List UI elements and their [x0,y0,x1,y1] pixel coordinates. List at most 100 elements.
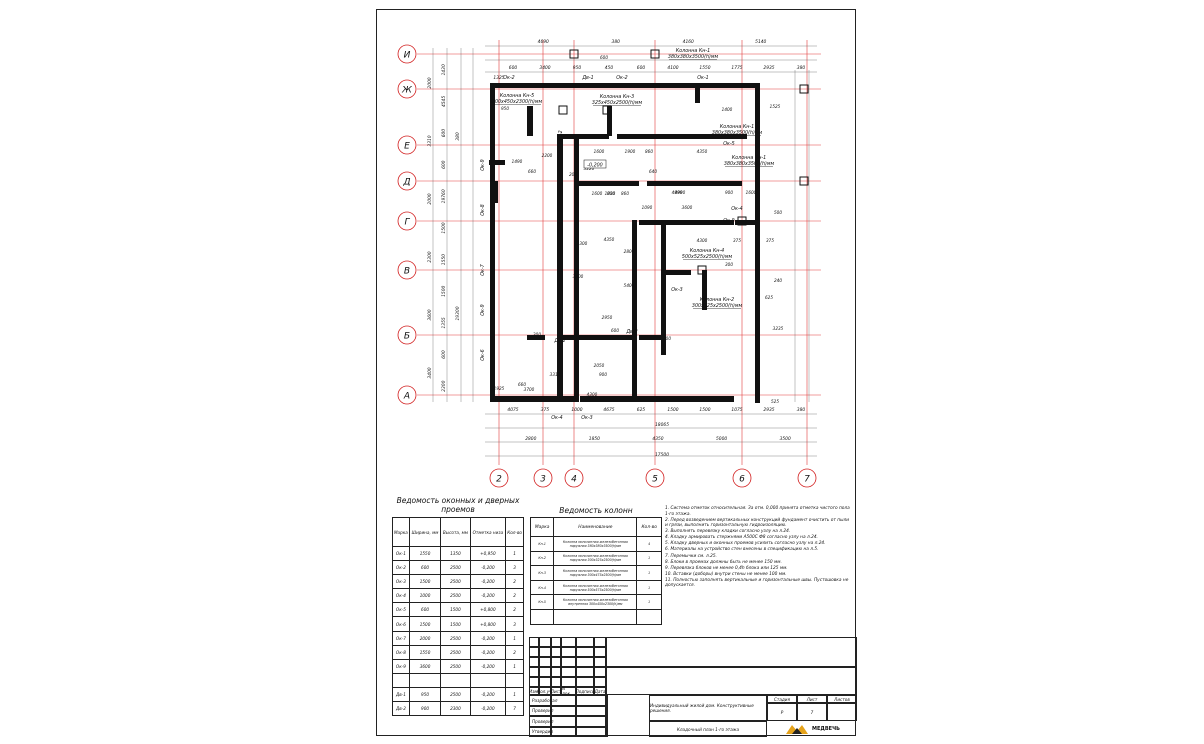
wall-segment [492,181,498,203]
table-cell [553,608,638,625]
note-item: 5. Кладку дверных и оконных проемов усил… [665,541,826,547]
opening-tag: Ок-2 [503,75,514,81]
column-mark [650,49,660,59]
table-cell: Дв-1 [392,686,410,703]
dimension-text: 600 [600,55,608,60]
axis-bubble [397,211,417,231]
column-mark [799,176,809,186]
dimension-text: 1030 [605,191,616,196]
column-callout-name: Колонна Кн-5 [500,93,534,99]
table-cell: Дв-2 [392,701,410,717]
stamp-cell [594,637,606,647]
table-cell: Ок-2 [392,560,410,576]
dimension-text: 660 [528,169,536,174]
table-cell: 2000 [408,630,442,646]
column-mark [799,84,809,94]
stamp-cell [529,677,539,687]
opening-tag: Дв-2 [558,279,564,291]
stamp-cell [576,677,594,687]
axis-bubble [397,171,417,191]
axis-number: 2 [496,475,502,485]
stamp-cell [594,657,606,667]
stamp-cell [529,647,539,657]
schedule-header: Марка [392,517,410,547]
dimension-text: 380 [797,65,806,71]
dimension-text: 3235 [773,326,784,331]
table-cell: Колонна монолитная железобетонная внутре… [553,594,638,610]
dimension-text: 3500 [780,436,791,442]
table-cell: 2500 [440,560,471,576]
dimension-text: 17500 [655,452,669,458]
axis-bubble [397,260,417,280]
dimension-text: 1600 [594,149,605,154]
table-cell: Колонна монолитная железобетонная наружн… [553,579,638,596]
table-cell: 1 [636,550,662,567]
table-cell: 950 [408,686,442,703]
opening-tag: Ок-9 [480,304,486,315]
dimension-text: 4350 [604,237,615,242]
table-cell: Кн-2 [529,550,555,567]
table-cell: 1 [636,579,662,596]
stamp-cell [529,637,539,647]
level-mark: -0,200 [587,163,602,169]
table-cell: 3 [505,560,524,576]
table-cell: 2500 [440,644,471,660]
axis-bubble [397,385,417,405]
stamp-cell [576,695,606,706]
table-cell: 1 [636,594,662,610]
column-callout-size: 380х380х3500(h)мм [668,54,719,60]
dimension-text: 1400 [722,107,733,112]
schedule-header: Наименование [553,517,638,537]
dimension-text: 240 [774,278,782,283]
columns-schedule-title: Ведомость колонн [559,506,633,515]
table-cell: 3 [505,616,524,632]
dimension-text: 1500 [699,407,710,413]
wall-segment [664,396,734,402]
table-cell: -0,200 [469,588,507,604]
dimension-text: 3400 [539,65,550,71]
table-cell: 1000 [408,588,442,604]
opening-tag: Дв-2 [553,338,565,344]
sheets-label: Листов [827,695,857,703]
stage-value: Р [767,703,797,721]
logo-text: МЕДВЕЧЬ [812,726,840,732]
note-item: 8. Блоки в проемах должны быть не менее … [665,559,782,565]
dimension-text: 600 [441,160,447,169]
table-cell: -0,200 [469,630,507,646]
table-cell [505,672,524,688]
stamp-header-cell: Дата [594,687,606,695]
table-cell: 2 [505,574,524,590]
dimension-text: 2935 [763,407,774,413]
dimension-text: 1000 [571,407,582,413]
opening-tag: Ок-9 [723,218,734,224]
dimension-text: 950 [501,106,509,111]
table-cell [469,672,507,688]
dimension-text: 1600 [746,190,757,195]
column-callout-size: 325х450х2500(h)мм [592,100,643,106]
dimension-text: 4100 [667,65,678,71]
dimension-text: 1525 [770,104,781,109]
opening-tag: Ок-6 [480,349,486,360]
table-cell [408,672,442,688]
dimension-text: 375 [541,407,550,413]
table-cell: Колонна монолитная железобетонная наружн… [553,536,638,552]
dimension-text: 5000 [716,436,727,442]
table-cell [440,672,471,688]
dimension-text: 4990 [675,190,686,195]
stamp-cell [561,647,576,657]
table-cell [636,608,662,625]
stamp-cell [561,657,576,667]
column-callout-size: 500х525х2500(h)мм [682,254,733,260]
dimension-text: 3310 [550,372,561,377]
dimension-text: 4675 [603,407,614,413]
stamp-header-cell: N док. [561,686,576,696]
table-cell: 1 [505,545,524,562]
dimension-text: 4075 [507,407,518,413]
